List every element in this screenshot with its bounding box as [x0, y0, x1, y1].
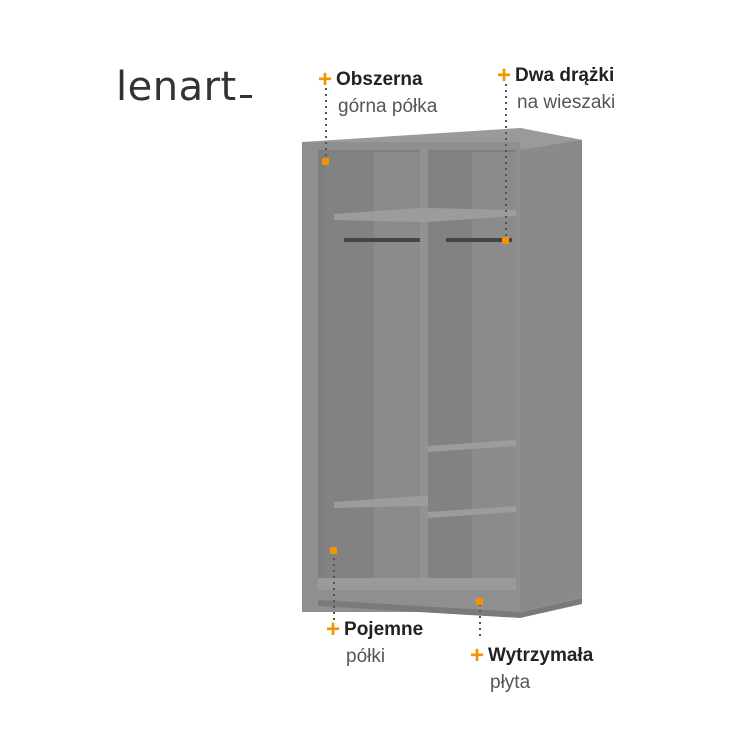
wardrobe-side-panel	[520, 128, 582, 612]
callout-board: +Wytrzymała płyta	[470, 640, 593, 694]
marker-rails	[502, 237, 509, 244]
callout-shelves-title: Pojemne	[344, 619, 424, 640]
callout-rails: +Dwa drążki na wieszaki	[497, 60, 615, 114]
callout-top-shelf-subtitle: górna półka	[338, 96, 438, 117]
marker-shelves	[330, 547, 337, 554]
callout-board-subtitle: płyta	[490, 672, 531, 693]
brand-logo: lenart	[116, 64, 252, 110]
left-hanging-rail	[344, 238, 420, 242]
callout-board-title: Wytrzymała	[488, 645, 594, 666]
top-shelf	[334, 208, 516, 222]
marker-top-shelf	[322, 158, 329, 165]
brand-logo-text: lenart	[116, 64, 237, 110]
marker-board	[476, 598, 483, 605]
brand-logo-underscore	[239, 95, 252, 98]
callout-rails-subtitle: na wieszaki	[517, 92, 616, 113]
plus-icon: +	[497, 62, 512, 89]
callout-top-shelf: +Obszerna górna półka	[318, 64, 437, 118]
left-back-panel	[374, 152, 420, 588]
callout-shelves-subtitle: półki	[346, 646, 386, 667]
right-shelf-middle	[428, 506, 516, 518]
callout-rails-title: Dwa drążki	[515, 65, 615, 86]
right-shelf-upper	[428, 440, 516, 452]
callout-top-shelf-title: Obszerna	[336, 69, 423, 90]
plus-icon: +	[318, 66, 333, 93]
center-divider	[420, 150, 428, 590]
left-shelf-lower	[334, 496, 428, 508]
plus-icon: +	[470, 642, 485, 669]
callout-shelves: +Pojemne półki	[326, 614, 423, 668]
right-back-panel	[472, 152, 516, 588]
wardrobe-base-shadow	[318, 598, 582, 618]
right-hanging-rail	[446, 238, 512, 242]
wardrobe-plinth	[318, 578, 516, 590]
plus-icon: +	[326, 616, 341, 643]
